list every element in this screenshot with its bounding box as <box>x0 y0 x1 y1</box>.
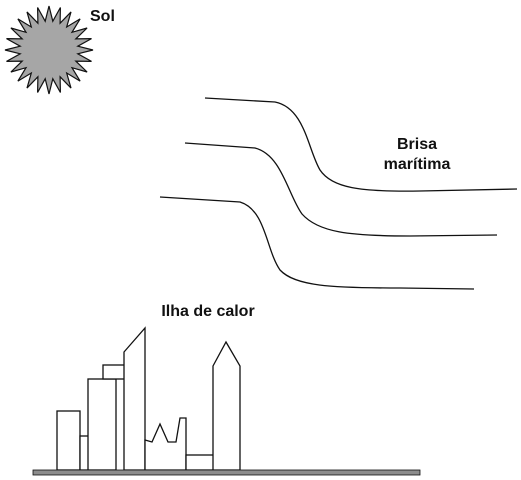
sea-breeze-label-line2: marítima <box>384 156 451 173</box>
sun-icon <box>4 5 94 95</box>
breeze-line-top <box>204 97 518 192</box>
sun-label: Sol <box>90 8 115 25</box>
building-spiky <box>144 417 187 471</box>
building-3 <box>87 378 117 471</box>
sea-breeze-lines <box>159 97 518 290</box>
heat-island-label: Ilha de calor <box>161 303 254 320</box>
tower-pointed <box>212 340 241 471</box>
building-3-top <box>102 364 126 380</box>
breeze-line-middle <box>184 142 498 237</box>
sea-breeze-label-line1: Brisa <box>397 136 437 153</box>
building-1 <box>56 410 81 471</box>
tower-slanted <box>123 326 146 471</box>
city-skyline-icon <box>56 326 241 471</box>
breeze-line-bottom <box>159 196 475 290</box>
ground <box>32 469 421 476</box>
